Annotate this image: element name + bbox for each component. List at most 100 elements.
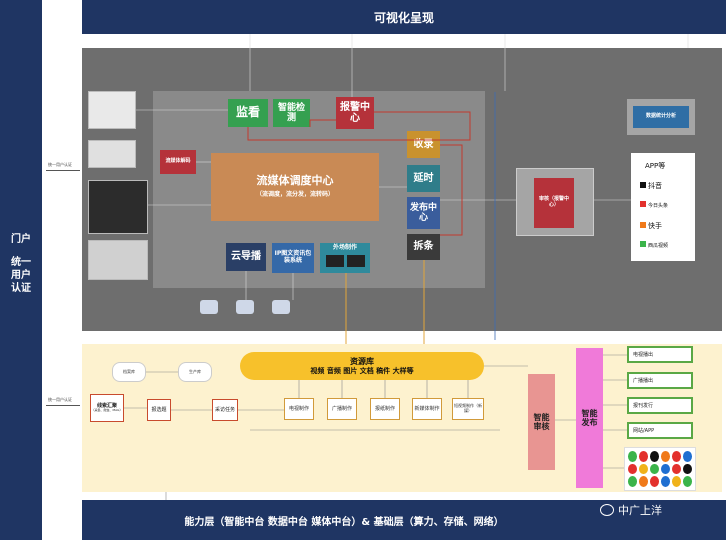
camera-thumb-1 (88, 91, 136, 129)
app-icon (639, 451, 648, 462)
output-web: 网站/APP (627, 422, 693, 439)
op-radio: 广播制作 (327, 398, 357, 420)
smart-review-box: 智能审核 (528, 374, 555, 470)
app-icon (650, 476, 659, 487)
camera-thumb-2 (88, 140, 136, 168)
app-icon (639, 463, 648, 475)
delay-label: 延时 (413, 172, 434, 184)
app-icon (683, 451, 692, 462)
clue-collect-sub: （采集、爬虫、MAG） (91, 408, 123, 413)
split-box: 拆条 (407, 234, 440, 260)
archive-library: 档案库 (112, 362, 146, 382)
terminal-device-3 (272, 300, 290, 314)
op-newmedia: 新媒体制作 (412, 398, 442, 420)
production-library: 生产库 (178, 362, 212, 382)
app-item-douyin: 抖音 (640, 177, 690, 197)
app-icon (661, 476, 670, 487)
cloud-director-label: 云导播 (231, 251, 261, 263)
output-paper: 报刊发行 (627, 397, 693, 414)
record-box: 收录 (407, 131, 440, 158)
output-radio: 广播播出 (627, 372, 693, 389)
review-label: 审核（报警中心） (538, 196, 569, 208)
left-portal-bar: 门户 统一 用户 认证 (0, 0, 42, 540)
select-topic-box: 报选题 (147, 399, 171, 421)
app-icon (661, 463, 670, 475)
stream-decode-label: 流媒体解码 (165, 158, 191, 165)
app-icon (628, 476, 637, 487)
core-title: 流媒体调度中心 (256, 174, 334, 188)
output-tv: 电视播出 (627, 346, 693, 363)
app-icon (639, 476, 648, 487)
collect-task-label: 采访任务 (214, 406, 235, 413)
smart-detect-box: 智能检测 (273, 99, 310, 127)
bottom-capability-bar: 能力层（智能中台 数据中台 媒体中台）& 基础层（算力、存储、网络） (82, 500, 726, 540)
app-icon (672, 451, 681, 462)
publish-center-label: 发布中心 (409, 202, 437, 223)
ob-production-label: 外场制作 (332, 244, 357, 251)
ob-production-box: 外场制作 (320, 243, 370, 273)
resource-library: 资源库 视频 音频 图片 文档 稿件 大样等 (240, 352, 484, 380)
smart-detect-label: 智能检测 (277, 102, 305, 123)
app-icon (650, 463, 659, 475)
clue-collect-box: 线索汇聚 （采集、爬虫、MAG） (90, 394, 124, 422)
app-icon (672, 476, 681, 487)
wechat-icon (600, 504, 614, 516)
smart-publish-box: 智能发布 (576, 348, 603, 488)
publish-center-box: 发布中心 (407, 197, 440, 229)
portal-label: 门户 (11, 234, 31, 245)
video-thumb-1 (88, 180, 148, 234)
app-icon (683, 463, 692, 475)
douyin-icon (640, 181, 646, 188)
side-arrow-lower (46, 405, 80, 406)
side-auth-label-lower: 统一用户认证 (48, 397, 72, 402)
device-thumb-1 (88, 240, 148, 280)
monitor-box: 监看 (228, 99, 268, 127)
clue-collect-label: 线索汇聚 (96, 403, 117, 409)
stats-box: 数据统计分析 (633, 106, 689, 128)
core-scheduling-box: 流媒体调度中心 （流调度，流分发，流转码） (211, 153, 379, 221)
op-tv: 电视制作 (284, 398, 314, 420)
app-icon (683, 476, 692, 487)
auth-label-2: 用户 (11, 270, 31, 281)
smart-review-label: 智能审核 (533, 412, 550, 431)
side-arrow-upper (46, 170, 80, 171)
terminal-device-1 (200, 300, 218, 314)
select-topic-label: 报选题 (151, 406, 167, 413)
alarm-center-box: 报警中心 (336, 97, 374, 129)
kuaishou-icon (640, 221, 646, 228)
watermark: 中广上洋 (600, 500, 720, 520)
terminal-device-2 (236, 300, 254, 314)
alarm-center-label: 报警中心 (340, 101, 370, 125)
op-shortvideo: 短视频制作（新媒） (452, 398, 484, 420)
app-item-0: APP等 (640, 157, 690, 177)
core-subtitle: （流调度，流分发，流转码） (255, 190, 334, 198)
ob-production-thumbs (325, 254, 365, 267)
auth-label-1: 统一 (11, 257, 31, 268)
resource-items: 视频 音频 图片 文档 稿件 大样等 (310, 366, 414, 375)
review-box: 审核（报警中心） (534, 178, 574, 228)
collect-task-box: 采访任务 (212, 399, 238, 421)
cloud-director-box: 云导播 (226, 243, 266, 271)
app-item-toutiao: 今日头条 (640, 196, 690, 217)
app-item-kuaishou: 快手 (640, 217, 690, 237)
app-icon (650, 451, 659, 462)
app-item-xigua: 西瓜视频 (640, 236, 690, 257)
app-icon (672, 463, 681, 475)
apps-list: APP等 抖音 今日头条 快手 西瓜视频 (640, 157, 690, 257)
split-label: 拆条 (413, 241, 434, 253)
side-auth-label-upper: 统一用户认证 (48, 162, 72, 167)
app-icon (628, 463, 637, 475)
app-icon-grid (624, 447, 696, 491)
app-icon (661, 451, 670, 462)
top-title-bar: 可视化呈现 (82, 0, 726, 34)
watermark-text: 中广上洋 (618, 504, 662, 517)
top-title: 可视化呈现 (373, 10, 434, 25)
op-paper: 报纸制作 (370, 398, 400, 420)
ip-pack-label: IP图文资讯包装系统 (274, 250, 312, 264)
toutiao-icon (640, 201, 646, 207)
stats-label: 数据统计分析 (645, 113, 676, 120)
auth-label-3: 认证 (11, 283, 31, 294)
smart-publish-label: 智能发布 (581, 408, 598, 427)
delay-box: 延时 (407, 165, 440, 192)
